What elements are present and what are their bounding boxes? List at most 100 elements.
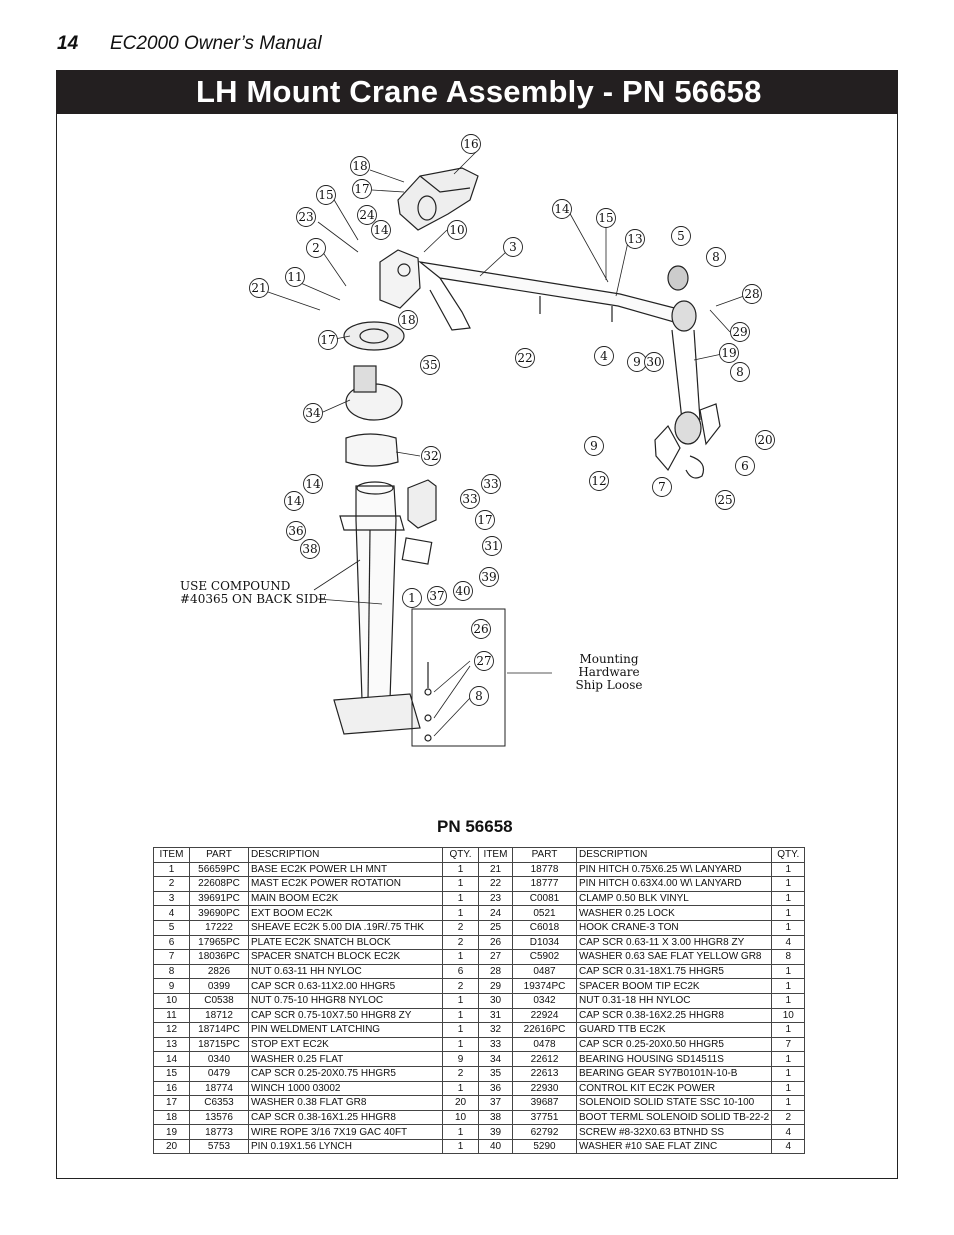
callout-label: 30 [646,355,661,369]
cell-part: 39687 [512,1095,577,1111]
callout-circle [652,477,672,497]
callout-15: 15 [316,185,336,205]
cell-item: 37 [478,1095,513,1111]
callout-label: 7 [658,480,666,494]
cell-description: MAST EC2K POWER ROTATION [248,876,443,892]
callout-14: 14 [552,199,572,219]
callout-label: 33 [483,477,498,491]
callout-circle [475,510,495,530]
cell-qty: 6 [442,963,479,980]
cell-description: SPACER SNATCH BLOCK EC2K [248,949,443,965]
header-description: DESCRIPTION [575,847,773,863]
callout-label: 37 [429,589,444,603]
callout-label: 18 [400,313,415,327]
cell-qty: 2 [442,1065,479,1082]
callout-25: 25 [715,490,735,510]
callout-label: 29 [732,325,747,339]
mounting-note-line1: Mounting Hardware [578,652,640,679]
callout-circle [286,521,306,541]
cell-part: C6353 [189,1095,249,1111]
callout-circle [552,199,572,219]
compound-note-line1: USE COMPOUND [180,579,291,593]
callout-label: 5 [677,229,685,243]
callout-label: 1 [408,591,416,605]
cell-item: 40 [478,1138,513,1155]
callout-14: 14 [284,491,304,511]
callout-label: 38 [302,542,317,556]
callout-circle [285,267,305,287]
cell-qty: 1 [771,861,806,878]
callout-circle [594,346,614,366]
table-title: PN 56658 [437,817,513,836]
callout-circle [249,278,269,298]
cell-description: CAP SCR 0.38-16X2.25 HHGR8 [575,1007,773,1024]
cell-description: CAP SCR 0.25-20X0.75 HHGR5 [248,1065,443,1082]
cell-qty: 1 [771,876,806,892]
callout-circle [730,322,750,342]
cell-item: 15 [153,1065,190,1082]
cell-description: CAP SCR 0.63-11X2.00 HHGR5 [248,978,443,994]
header-item: ITEM [478,847,513,863]
callout-circle [469,686,489,706]
cell-item: 11 [153,1007,190,1024]
cell-item: 29 [478,978,513,994]
callout-circle [316,185,336,205]
cell-part: 17965PC [189,934,249,951]
callout-circle [318,330,338,350]
cell-item: 30 [478,992,513,1009]
cell-item: 28 [478,963,513,980]
callout-26: 26 [471,619,491,639]
cell-part: D1034 [512,934,577,951]
cell-part: 18036PC [189,949,249,965]
cell-part: 5290 [512,1138,577,1155]
compound-note-line2: #40365 ON BACK SIDE [180,592,327,606]
callout-label: 28 [744,287,759,301]
callout-label: 17 [354,182,369,196]
callout-label: 9 [590,439,598,453]
callout-circle [427,586,447,606]
cell-qty: 4 [771,1124,806,1140]
callout-circle [402,588,422,608]
callout-label: 33 [462,492,477,506]
callout-23: 23 [296,207,316,227]
callout-circle [671,226,691,246]
callout-circle [730,362,750,382]
callout-15: 15 [596,208,616,228]
callout-13: 13 [625,229,645,249]
callout-19: 19 [719,343,739,363]
callout-label: 20 [757,433,772,447]
leader-lines [267,149,745,737]
cell-qty: 9 [442,1051,479,1067]
callout-32: 32 [421,446,441,466]
callout-10: 10 [447,220,467,240]
cell-part: C0538 [189,992,249,1009]
cell-qty: 1 [442,1036,479,1053]
cell-qty: 2 [442,934,479,951]
callout-label: 18 [352,159,367,173]
cell-item: 22 [478,876,513,892]
callout-circle [284,491,304,511]
cell-part: 22616PC [512,1022,577,1038]
cell-item: 7 [153,949,190,965]
cell-qty: 1 [442,1124,479,1140]
callout-7: 7 [652,477,672,497]
cell-description: CAP SCR 0.63-11 X 3.00 HHGR8 ZY [575,934,773,951]
cell-description: BEARING HOUSING SD14511S [575,1051,773,1067]
cell-description: CAP SCR 0.75-10X7.50 HHGR8 ZY [248,1007,443,1024]
callout-label: 2 [312,241,320,255]
cell-description: WIRE ROPE 3/16 7X19 GAC 40FT [248,1124,443,1140]
callout-12: 12 [589,471,609,491]
cell-part: 39690PC [189,905,249,921]
callout-circle [742,284,762,304]
callout-22: 22 [515,348,535,368]
callout-5: 5 [671,226,691,246]
callout-31: 31 [482,536,502,556]
cell-part: 62792 [512,1124,577,1140]
cell-description: PIN HITCH 0.63X4.00 W\ LANYARD [575,876,773,892]
